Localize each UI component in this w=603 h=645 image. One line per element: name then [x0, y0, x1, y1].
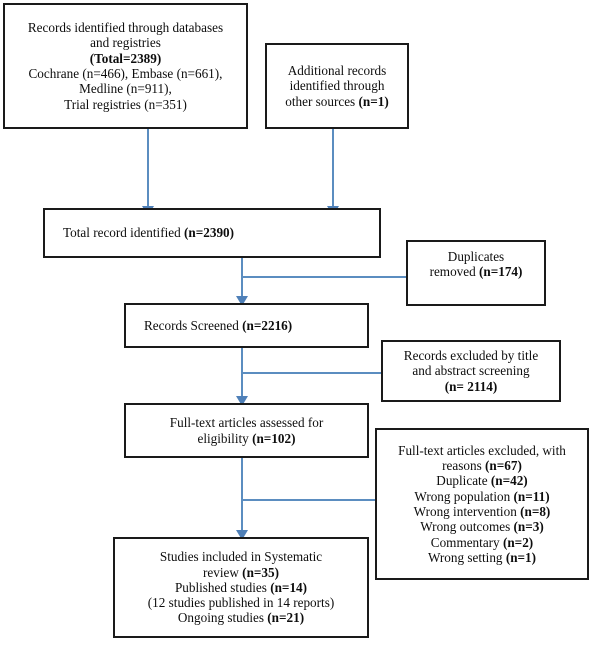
box-line: (Total=2389)	[89, 50, 162, 66]
box-line: Records excluded by title	[403, 348, 539, 364]
box-line: other sources (n=1)	[285, 93, 389, 109]
box-line: identified through	[289, 78, 385, 94]
box-line: Ongoing studies (n=21)	[177, 610, 305, 626]
records-screened-box: Records Screened (n=2216)	[124, 303, 369, 348]
box-line: Wrong population (n=11)	[414, 488, 550, 504]
arrowhead-total-to-screened	[236, 296, 248, 306]
box-line: Full-text articles excluded, with	[398, 442, 566, 458]
box-line: Duplicates	[447, 249, 505, 264]
box-line: Duplicate (n=42)	[436, 473, 528, 489]
box-line: Medline (n=911),	[79, 81, 172, 97]
connector-total-to-screened	[241, 258, 243, 303]
connector-additional-to-total	[332, 129, 334, 208]
box-line: Records Screened (n=2216)	[144, 317, 293, 333]
total-record-identified-box: Total record identified (n=2390)	[43, 208, 381, 258]
box-line: Wrong setting (n=1)	[427, 549, 537, 565]
box-line: and abstract screening	[412, 363, 530, 379]
box-line: Studies included in Systematic	[159, 549, 323, 565]
connector-branch-records-excluded	[241, 372, 394, 374]
box-line: (12 studies published in 14 reports)	[147, 595, 335, 611]
box-line: Published studies (n=14)	[174, 579, 308, 595]
arrowhead-fulltext-to-included	[236, 530, 248, 540]
box-line: removed (n=174)	[429, 264, 523, 280]
connector-fulltext-to-included	[241, 458, 243, 537]
box-line: and registries	[90, 35, 161, 51]
connector-screened-to-fulltext	[241, 348, 243, 403]
connector-branch-fulltext-excluded	[241, 499, 387, 501]
box-line: Total record identified (n=2390)	[63, 225, 235, 241]
box-line: Records identified through databases	[27, 20, 224, 36]
box-line: review (n=35)	[202, 564, 279, 580]
box-line: Wrong outcomes (n=3)	[420, 519, 544, 535]
box-line: eligibility (n=102)	[197, 430, 296, 446]
connector-branch-duplicates	[241, 276, 419, 278]
box-line: (n= 2114)	[444, 378, 498, 394]
box-line: Commentary (n=2)	[430, 534, 534, 550]
arrowhead-screened-to-fulltext	[236, 396, 248, 406]
box-line: reasons (n=67)	[442, 458, 522, 474]
box-line: Cochrane (n=466), Embase (n=661),	[28, 66, 223, 81]
box-line: Full-text articles assessed for	[169, 415, 324, 431]
box-line: Trial registries (n=351)	[64, 96, 187, 112]
box-line: Additional records	[287, 63, 387, 79]
connector-databases-to-total	[147, 129, 149, 208]
box-line: Wrong intervention (n=8)	[413, 504, 551, 519]
